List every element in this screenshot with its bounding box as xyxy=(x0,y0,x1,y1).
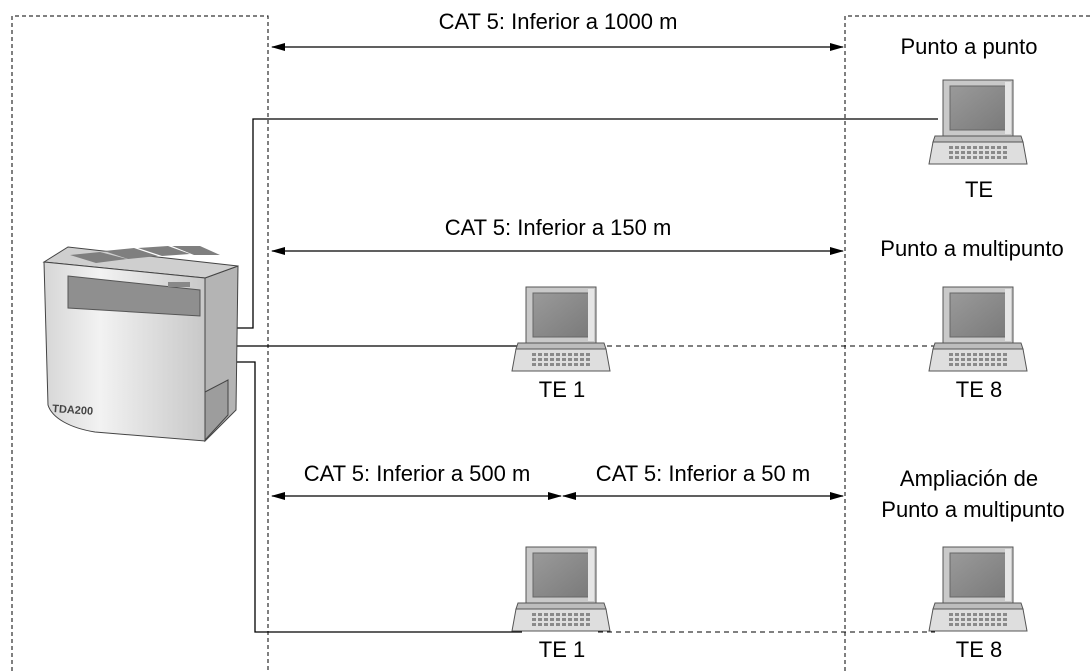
terminal-icon-te1-extended xyxy=(512,547,610,631)
mode-label-point-to-multipoint: Punto a multipunto xyxy=(880,236,1063,262)
pbx-unit: TDA200 xyxy=(44,246,238,441)
distance-label-50m: CAT 5: Inferior a 50 m xyxy=(596,461,810,487)
distance-label-500m: CAT 5: Inferior a 500 m xyxy=(304,461,531,487)
cable-extended-multipoint xyxy=(234,362,522,632)
distance-label-1000m: CAT 5: Inferior a 1000 m xyxy=(439,9,678,35)
terminal-label-te1-extended: TE 1 xyxy=(539,637,585,663)
terminal-label-te1-multipoint: TE 1 xyxy=(539,377,585,403)
terminal-icon-te1-multipoint xyxy=(512,287,610,371)
terminal-icon-te8-extended xyxy=(929,547,1027,631)
distance-label-150m: CAT 5: Inferior a 150 m xyxy=(445,215,672,241)
mode-label-extended-line-1: Ampliación de xyxy=(900,466,1038,492)
terminal-icon-te8-multipoint xyxy=(929,287,1027,371)
terminal-label-te8-multipoint: TE 8 xyxy=(956,377,1002,403)
terminal-icon-point-to-point xyxy=(929,80,1027,164)
mode-label-point-to-point: Punto a punto xyxy=(900,34,1037,60)
terminal-label-te: TE xyxy=(965,177,993,203)
mode-label-extended-line-2: Punto a multipunto xyxy=(881,497,1064,523)
terminal-label-te8-extended: TE 8 xyxy=(956,637,1002,663)
